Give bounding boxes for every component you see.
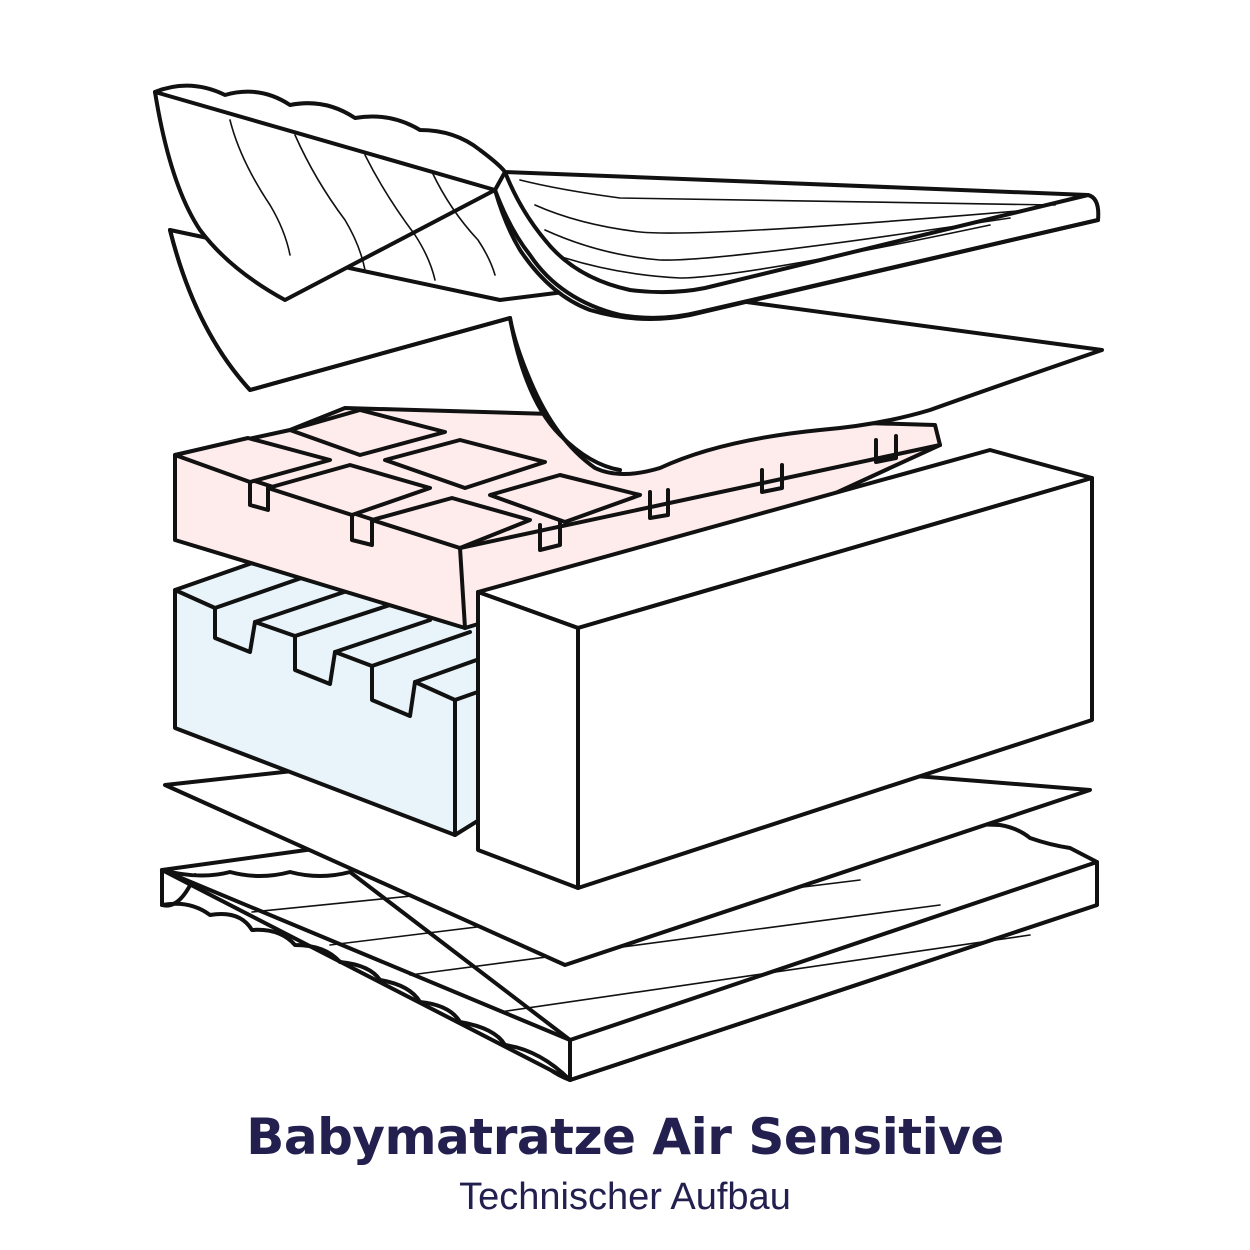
diagram-subtitle: Technischer Aufbau bbox=[459, 1176, 791, 1218]
fleece-sheet-upper bbox=[168, 228, 1104, 476]
quilted-top-cover bbox=[153, 83, 1101, 321]
diagram-title: Babymatratze Air Sensitive bbox=[246, 1108, 1004, 1166]
white-block-cutaway bbox=[476, 448, 1094, 890]
pink-cube-foam-core bbox=[173, 406, 942, 630]
